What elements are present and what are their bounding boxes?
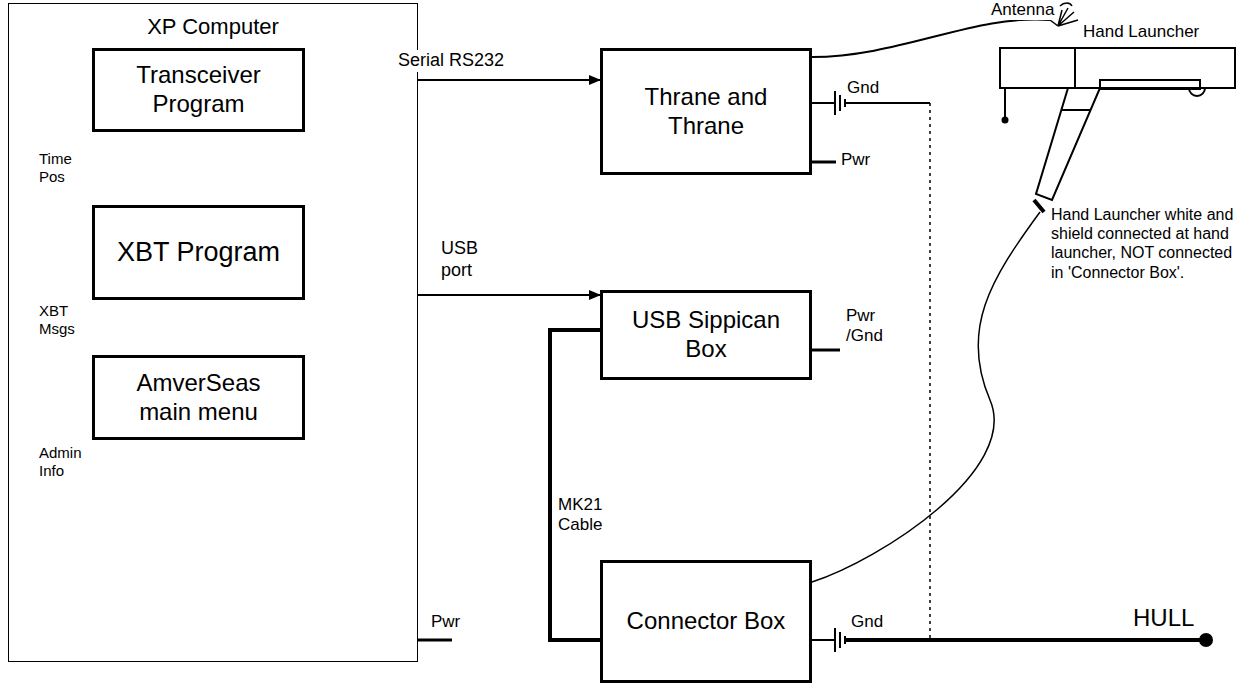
launcher-pin-dot <box>1002 117 1009 124</box>
edge-label: Time Pos <box>38 150 90 186</box>
box-heading: XP Computer <box>9 14 417 40</box>
launcher-trigger <box>1062 109 1090 111</box>
device-box: USB Sippican Box <box>600 290 812 380</box>
launcher-body <box>1000 48 1235 88</box>
antenna-label: Antenna <box>990 0 1055 20</box>
box-text: XBT Program <box>117 236 280 268</box>
hull-label: HULL <box>1132 604 1195 633</box>
ground-dotted-wire <box>929 103 931 640</box>
launcher-handle <box>1036 88 1100 200</box>
edge-label: XBT Msgs <box>38 302 90 338</box>
box-text: Transceiver Program <box>113 61 284 119</box>
hull-point <box>1199 633 1213 647</box>
hull-ground-wire <box>845 638 1200 642</box>
antenna-wire <box>812 19 1050 57</box>
launcher-ring <box>1189 88 1205 96</box>
note-text: Hand Launcher white and shield connected… <box>1050 205 1242 282</box>
process-box: Transceiver Program <box>92 48 305 132</box>
ground-symbol <box>812 628 845 652</box>
power-stub <box>812 161 836 164</box>
process-box: AmverSeas main menu <box>92 355 305 440</box>
power-label: Pwr <box>430 612 461 632</box>
ground-label: Gnd <box>850 612 884 632</box>
launcher-cable <box>812 212 1040 582</box>
power-stub <box>812 349 840 352</box>
process-box: XBT Program <box>92 205 305 300</box>
launcher-rail <box>1100 80 1200 89</box>
power-label: Pwr /Gnd <box>845 306 889 347</box>
cable-line <box>550 330 600 640</box>
device-box: Thrane and Thrane <box>600 48 812 175</box>
box-text: USB Sippican Box <box>621 306 791 364</box>
box-text: Connector Box <box>627 607 786 636</box>
launcher-pin <box>1004 88 1006 118</box>
edge-label: USB port <box>440 238 502 281</box>
power-stub <box>418 639 452 642</box>
device-box: Connector Box <box>600 560 812 683</box>
ground-label: Gnd <box>846 78 880 98</box>
launcher-plug <box>1034 200 1044 212</box>
edge-label: MK21 Cable <box>557 495 614 536</box>
edge-label: Admin Info <box>38 444 92 480</box>
box-text: Thrane and Thrane <box>621 83 791 141</box>
launcher-seam <box>1074 48 1076 88</box>
edge-label: Serial RS232 <box>335 50 567 72</box>
part-name: Hand Launcher <box>1082 22 1200 42</box>
power-label: Pwr <box>840 150 871 170</box>
box-text: AmverSeas main menu <box>113 369 284 427</box>
